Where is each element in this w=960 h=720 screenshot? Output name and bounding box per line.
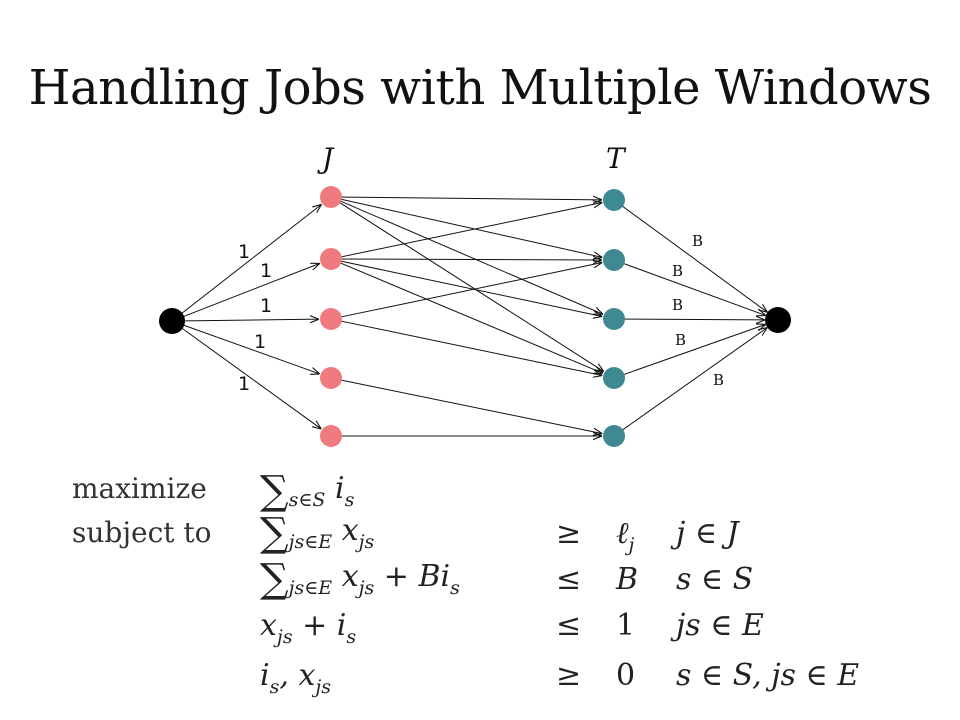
job-set-label: J [317,142,335,175]
slot-node-4 [603,367,625,389]
source-node [159,308,185,334]
sink-edge-label-3: B [672,296,683,314]
constraint-3-relation: ≤ [556,608,582,643]
slot-node-2 [603,249,625,271]
sink-edge-label-2: B [672,262,683,280]
job-2-to-slot-4-edge [334,260,603,374]
job-1-to-slot-3-edge [334,198,603,315]
job-3-to-slot-2-edge [334,262,602,319]
job-node-1 [320,186,342,208]
slot-node-1 [603,189,625,211]
slot-to-sink-edge-5 [616,328,767,435]
job-node-4 [320,367,342,389]
constraint-4-relation: ≥ [556,658,582,693]
sink-edge-label-4: B [675,331,686,349]
maximize-keyword: maximize [72,472,207,505]
label-layer: J T 1 1 1 1 1 B B B B B [238,142,724,395]
constraint-1-lhs: ∑js∈E xjs [260,510,375,556]
slot-to-sink-edge-2 [617,260,766,315]
source-edge-label-1: 1 [238,241,250,263]
slot-to-sink-edge-1 [616,201,767,312]
constraint-2-relation: ≤ [556,562,582,597]
constraint-1-rhs: ℓj [616,516,635,556]
objective-expression: ∑s∈S is [260,468,355,514]
job-1-to-slot-2-edge [334,197,602,258]
job-2-to-slot-3-edge [334,259,602,317]
edge-layer [174,197,767,436]
slot-to-sink-edge-4 [617,324,766,378]
job-2-to-slot-1-edge [334,202,602,259]
slot-to-sink-edge-3 [617,319,765,320]
constraint-1-domain: j ∈ J [676,516,739,551]
job-node-3 [320,308,342,330]
slot-node-5 [603,425,625,447]
constraint-2-lhs: ∑js∈E xjs + Bis [260,556,460,602]
source-to-job-edge-2 [175,263,320,321]
constraint-3-rhs: 1 [616,608,636,643]
constraint-4-rhs: 0 [616,658,636,693]
constraint-4-lhs: is, xjs [260,658,332,698]
sink-node [765,307,791,333]
slot-node-3 [603,308,625,330]
source-edge-label-4: 1 [254,331,266,353]
source-to-job-edge-3 [175,319,319,321]
source-to-job-edge-1 [174,204,321,319]
constraint-2-rhs: B [616,562,639,597]
node-layer [159,186,791,447]
constraint-1-relation: ≥ [556,516,582,551]
constraint-3-lhs: xjs + is [260,608,357,648]
job-4-to-slot-5-edge [334,378,602,434]
source-edge-label-5: 1 [238,373,250,395]
sink-edge-label-1: B [692,232,703,250]
job-1-to-slot-1-edge [334,197,602,200]
job-2-to-slot-2-edge [334,259,602,260]
job-1-to-slot-4-edge [334,198,604,371]
job-3-to-slot-4-edge [334,319,602,376]
sink-edge-label-5: B [713,371,724,389]
constraint-3-domain: js ∈ E [676,608,764,643]
slot-set-label: T [606,142,627,175]
constraint-2-domain: s ∈ S [676,562,754,597]
subject-to-keyword: subject to [72,516,212,549]
source-edge-label-2: 1 [260,260,272,282]
sum-symbol: ∑ [260,468,289,514]
job-node-5 [320,425,342,447]
source-to-job-edge-4 [175,321,320,374]
job-node-2 [320,248,342,270]
constraint-4-domain: s ∈ S, js ∈ E [676,658,860,693]
page-title: Handling Jobs with Multiple Windows [28,60,932,116]
source-to-job-edge-5 [174,322,321,429]
source-edge-label-3: 1 [260,295,272,317]
